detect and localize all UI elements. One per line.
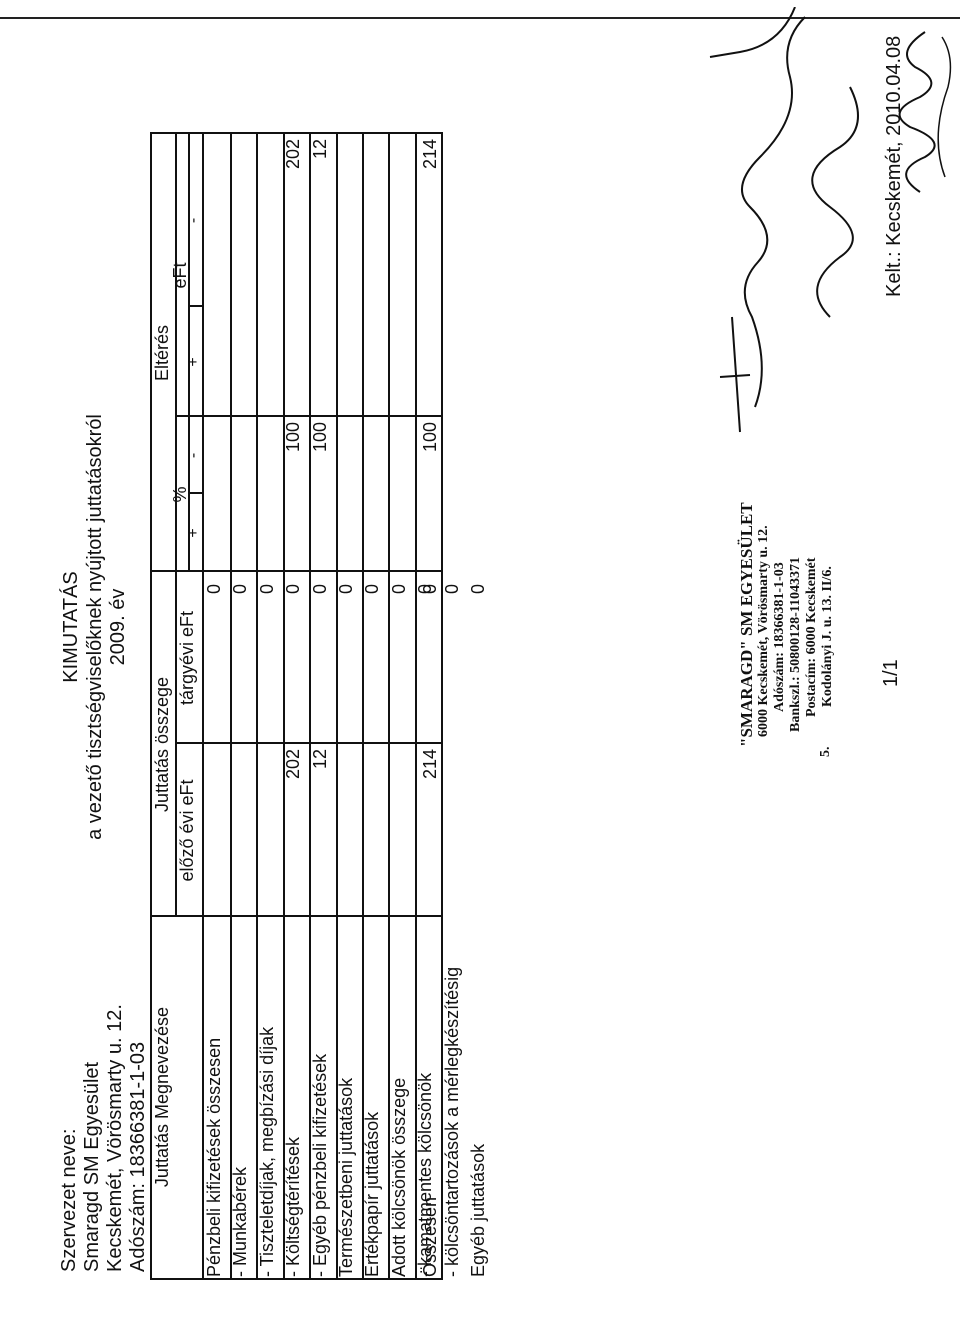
row-eft-minus: 202	[283, 139, 304, 170]
row-label: Pénzbeli kifizetések összesen	[204, 1037, 224, 1277]
org-name-label: Szervezet neve:	[58, 1128, 80, 1272]
stamp-line-2: 6000 Kecskemét, Vörösmarty u. 12.	[756, 525, 771, 737]
row-label: Adott kölcsönök összege	[388, 1077, 409, 1277]
row-curr-value: 0	[336, 584, 356, 595]
row-label: Összesen	[420, 1196, 440, 1277]
org-tax-id: Adószám: 18366381-1-03	[127, 1041, 149, 1272]
col-header-eft-minus: -	[185, 217, 202, 224]
row-label: Értékpapír juttatások	[362, 1111, 383, 1277]
org-name: Smaragd SM Egyesület	[81, 1061, 103, 1272]
stamp-mark: 5.	[818, 746, 833, 758]
col-header-name: Juttatás Megnevezése	[152, 1006, 172, 1188]
page-number: 1/1	[880, 659, 902, 687]
row-pct-minus: 100	[283, 422, 304, 453]
col-header-curr: tárgyévi eFt	[177, 610, 197, 706]
row-curr-value: 0	[468, 584, 488, 595]
handwritten-signature	[898, 31, 952, 193]
row-prev-value: 202	[283, 749, 304, 780]
signature-drawing	[709, 7, 859, 433]
row-curr-value: 0	[309, 584, 330, 595]
row-label: - Munkabérek	[230, 1166, 251, 1277]
row-curr-value: 0	[204, 584, 224, 595]
row-eft-minus: 12	[309, 139, 330, 160]
row-prev-value: 12	[309, 749, 330, 770]
row-label: - Egyéb pénzbeli kifizetések	[309, 1053, 330, 1277]
place-date: Kelt.: Kecskemét, 2010.04.08	[883, 35, 905, 297]
row-curr-value: 0	[362, 584, 383, 595]
report-subtitle: a vezető tisztségviselőknek nyújtott jut…	[84, 414, 106, 840]
row-curr-value: 0	[283, 584, 304, 595]
row-curr-value: 0	[256, 584, 277, 595]
row-label: Természetbeni juttatások	[336, 1077, 356, 1277]
org-address: Kecskemét, Vörösmarty u. 12.	[104, 1004, 126, 1272]
stamp-line-6: Kodolányi J. u. 13. II/6.	[820, 566, 835, 707]
col-header-diff: Eltérés	[152, 324, 172, 382]
row-prev-value: 214	[420, 749, 440, 780]
row-label: - Költségtérítések	[283, 1136, 304, 1277]
col-header-prev: előző évi eFt	[177, 779, 197, 882]
row-eft-minus: 214	[420, 139, 440, 170]
col-header-amount: Juttatás összege	[152, 676, 172, 813]
report-year: 2009. év	[107, 588, 129, 666]
row-pct-minus: 100	[309, 422, 330, 453]
row-curr-value: 0	[441, 584, 462, 595]
row-pct-minus: 100	[420, 422, 440, 453]
row-label: - Tiszteletdíjak, megbízási díjak	[256, 1026, 277, 1277]
row-curr-value: 0	[420, 584, 440, 595]
row-curr-value: 0	[388, 584, 409, 595]
report-title: KIMUTATÁS	[60, 571, 82, 683]
row-label: Egyéb juttatások	[468, 1143, 488, 1277]
row-curr-value: 0	[230, 584, 251, 595]
stamp-line-5: Postacím: 6000 Kecskemét	[804, 557, 819, 717]
stamp-line-4: Bankszl.: 50800128-11043371	[788, 556, 803, 732]
stamp-line-3: Adószám: 18366381-1-03	[772, 562, 787, 712]
row-label: - kölcsöntartozások a mérlegkészítésig	[441, 966, 462, 1277]
stamp-line-1: "SMARAGD" SM EGYESÜLET	[737, 502, 756, 747]
col-header-pct-plus: +	[185, 528, 202, 538]
col-header-eft-plus: +	[185, 357, 202, 367]
col-header-pct-minus: -	[185, 452, 202, 459]
